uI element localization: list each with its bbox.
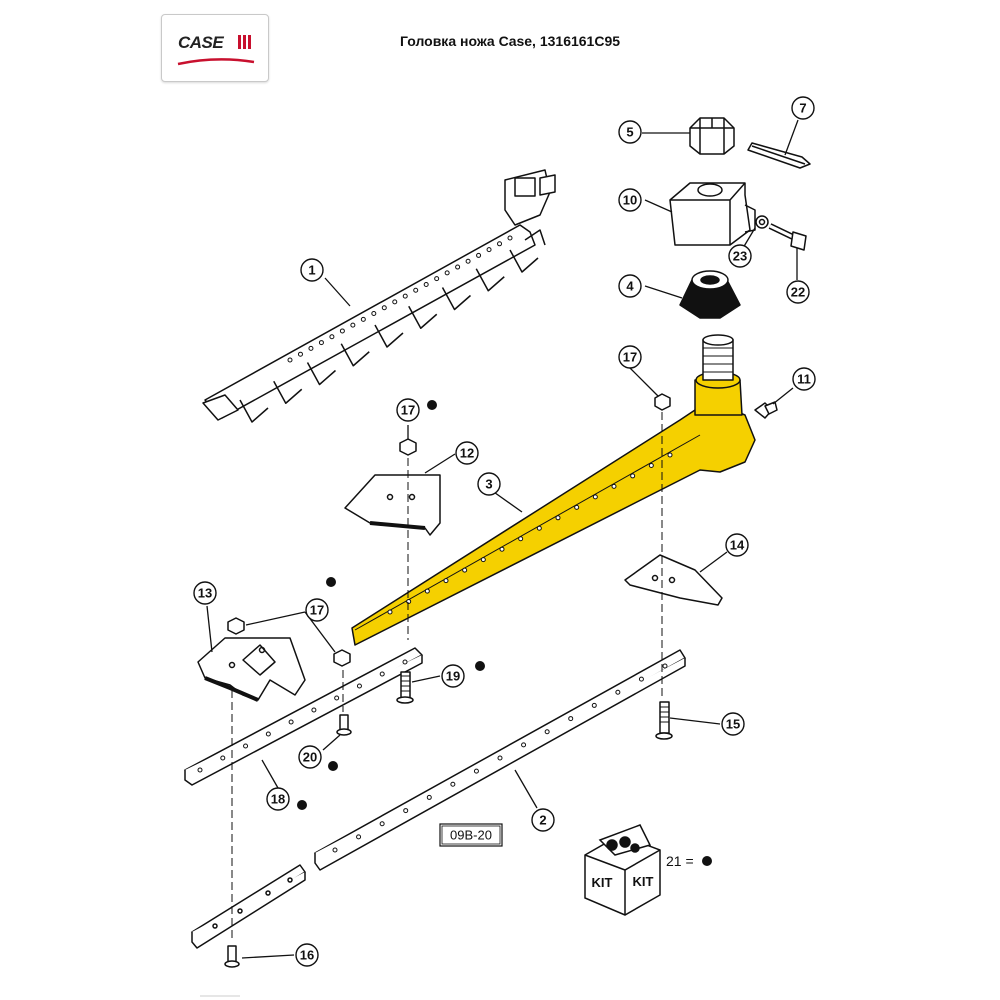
callout-12: 12	[460, 446, 474, 461]
figure-reference: 09B-20	[439, 823, 503, 847]
bolt-15-part	[655, 701, 673, 740]
figure-reference-label: 09B-20	[450, 828, 492, 843]
bolt-20-part	[336, 714, 352, 736]
callout-20: 20	[303, 750, 317, 765]
cotter-pin-part	[747, 142, 811, 169]
callout-17-top: 17	[623, 350, 637, 365]
knife-back-bar-part	[314, 649, 686, 871]
callout-16: 16	[300, 948, 314, 963]
kit-label-2: KIT	[633, 874, 654, 889]
kit-box-icon: KIT KIT	[584, 824, 661, 916]
grease-fitting-part	[754, 401, 778, 419]
callout-15: 15	[726, 717, 740, 732]
bushing-part	[679, 270, 741, 319]
lower-bar-part	[191, 864, 306, 949]
callout-10: 10	[623, 193, 637, 208]
bolt-part	[768, 223, 807, 251]
kit-label-1: KIT	[592, 875, 613, 890]
callout-11: 11	[797, 372, 811, 387]
kit-legend: 21 =	[666, 853, 694, 869]
short-bar-part	[184, 647, 423, 786]
knife-section-12-part	[344, 474, 441, 536]
page-title: Головка ножа Case, 1316161C95	[400, 33, 621, 49]
callout-5: 5	[626, 125, 633, 140]
castle-nut-part	[689, 117, 735, 155]
knife-assembly-part	[202, 169, 556, 423]
callout-13: 13	[198, 586, 212, 601]
callout-19: 19	[446, 669, 460, 684]
callout-23: 23	[733, 249, 747, 264]
ih-bars-icon	[238, 35, 251, 49]
callout-14: 14	[730, 538, 745, 553]
knife-section-13-part	[197, 637, 306, 702]
callout-1: 1	[308, 263, 315, 278]
logo-swoosh-icon	[177, 58, 255, 66]
callout-17-low: 17	[310, 603, 324, 618]
callout-2: 2	[539, 813, 546, 828]
logo-text: CASE	[178, 33, 224, 52]
callout-7: 7	[799, 101, 806, 116]
callout-22: 22	[791, 285, 805, 300]
bolt-19-part	[396, 671, 414, 704]
callout-3: 3	[485, 477, 492, 492]
knife-head-arm-part	[351, 334, 756, 646]
case-ih-logo: CASE	[161, 14, 269, 82]
callout-18: 18	[271, 792, 285, 807]
callout-4: 4	[626, 279, 634, 294]
block-part	[669, 182, 756, 246]
knife-section-14-part	[624, 554, 723, 606]
callout-17-mid: 17	[401, 403, 415, 418]
